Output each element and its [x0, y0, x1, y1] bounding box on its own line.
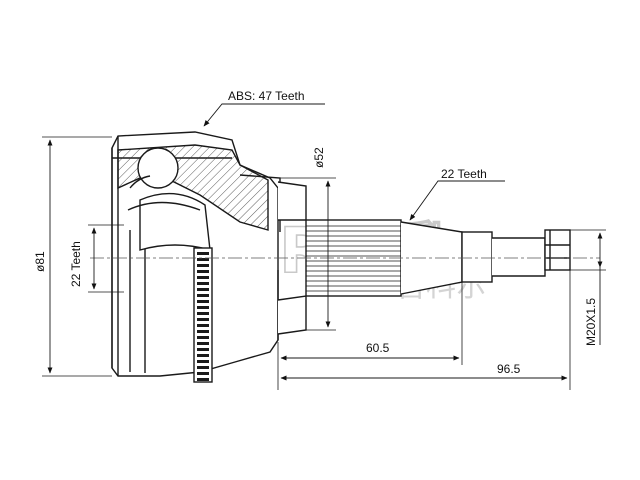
abs-tooth [197, 258, 209, 261]
label-inner-spline-teeth: 22 Teeth [69, 241, 83, 287]
abs-tooth [197, 252, 209, 255]
abs-tooth [197, 336, 209, 339]
abs-tooth [197, 312, 209, 315]
leader-abs [203, 103, 325, 127]
abs-tooth [197, 300, 209, 303]
abs-ring-teeth [197, 252, 209, 381]
abs-tooth [197, 360, 209, 363]
dim-bell-diameter: ø52 [312, 147, 326, 168]
abs-tooth [197, 294, 209, 297]
abs-tooth [197, 378, 209, 381]
abs-tooth [197, 276, 209, 279]
dim-thread: M20X1.5 [584, 298, 598, 346]
abs-tooth [197, 264, 209, 267]
dim-outer-diameter: ø81 [33, 251, 47, 272]
abs-tooth [197, 318, 209, 321]
abs-tooth [197, 282, 209, 285]
abs-tone-ring [193, 247, 213, 383]
abs-tooth [197, 306, 209, 309]
abs-tooth [197, 330, 209, 333]
abs-tooth [197, 270, 209, 273]
abs-tooth [197, 366, 209, 369]
abs-tooth [197, 354, 209, 357]
dimension-lines [47, 139, 603, 381]
abs-tooth [197, 342, 209, 345]
label-abs-teeth: ABS: 47 Teeth [228, 89, 305, 103]
dim-overall-length: 96.5 [497, 362, 521, 376]
abs-tooth [197, 288, 209, 291]
abs-tooth [197, 324, 209, 327]
dim-stem-length: 60.5 [366, 341, 390, 355]
abs-tooth [197, 348, 209, 351]
leader-outer-splines [409, 180, 505, 221]
leader-lines [203, 103, 505, 221]
label-outer-spline-teeth: 22 Teeth [441, 167, 487, 181]
abs-tooth [197, 372, 209, 375]
